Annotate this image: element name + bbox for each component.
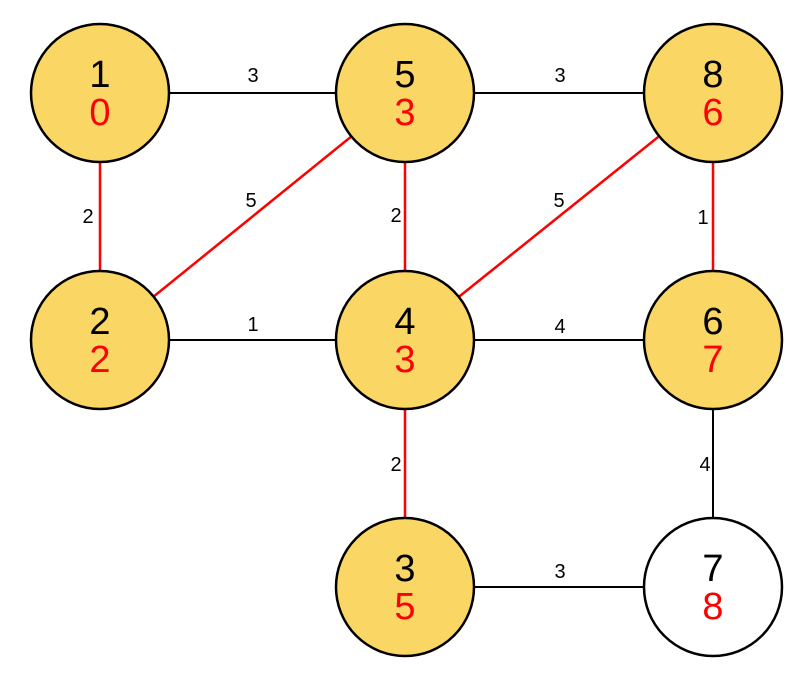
node-8-circle <box>642 22 784 164</box>
edge-4-8-weight-label: 5 <box>553 190 564 212</box>
node-4-distance-label: 3 <box>394 339 415 381</box>
node-4-circle <box>334 269 476 411</box>
edge-2-5-weight-label: 5 <box>245 190 256 212</box>
edge-4-3-weight-label: 2 <box>390 454 401 476</box>
edge-8-6-weight-label: 1 <box>697 207 708 229</box>
node-4-id-label: 4 <box>394 301 415 343</box>
edge-5-8-weight-label: 3 <box>554 65 565 87</box>
node-8-distance-label: 6 <box>702 92 723 134</box>
node-5-distance-label: 3 <box>394 92 415 134</box>
node-8-id-label: 8 <box>702 54 723 96</box>
edge-1-2-weight-label: 2 <box>82 206 93 228</box>
node-7-distance-label: 8 <box>702 586 723 628</box>
edge-1-5-weight-label: 3 <box>247 65 258 87</box>
node-5-id-label: 5 <box>394 54 415 96</box>
node-3-id-label: 3 <box>394 548 415 590</box>
node-3-distance-label: 5 <box>394 586 415 628</box>
edge-3-7-weight-label: 3 <box>554 561 565 583</box>
node-7-circle <box>642 516 784 658</box>
node-2-distance-label: 2 <box>89 339 110 381</box>
node-7-id-label: 7 <box>702 548 723 590</box>
edge-5-4-weight-label: 2 <box>390 205 401 227</box>
node-6-distance-label: 7 <box>702 339 723 381</box>
node-1-distance-label: 0 <box>89 92 110 134</box>
node-6-circle <box>642 269 784 411</box>
edge-6-7-weight-label: 4 <box>699 454 710 476</box>
node-1-circle <box>29 22 171 164</box>
node-2-id-label: 2 <box>89 301 110 343</box>
node-5-circle <box>334 22 476 164</box>
node-6-id-label: 6 <box>702 301 723 343</box>
edge-2-4-weight-label: 1 <box>247 314 258 336</box>
edge-4-6-weight-label: 4 <box>554 316 565 338</box>
node-1-id-label: 1 <box>89 54 110 96</box>
node-3-circle <box>334 516 476 658</box>
node-2-circle <box>29 269 171 411</box>
